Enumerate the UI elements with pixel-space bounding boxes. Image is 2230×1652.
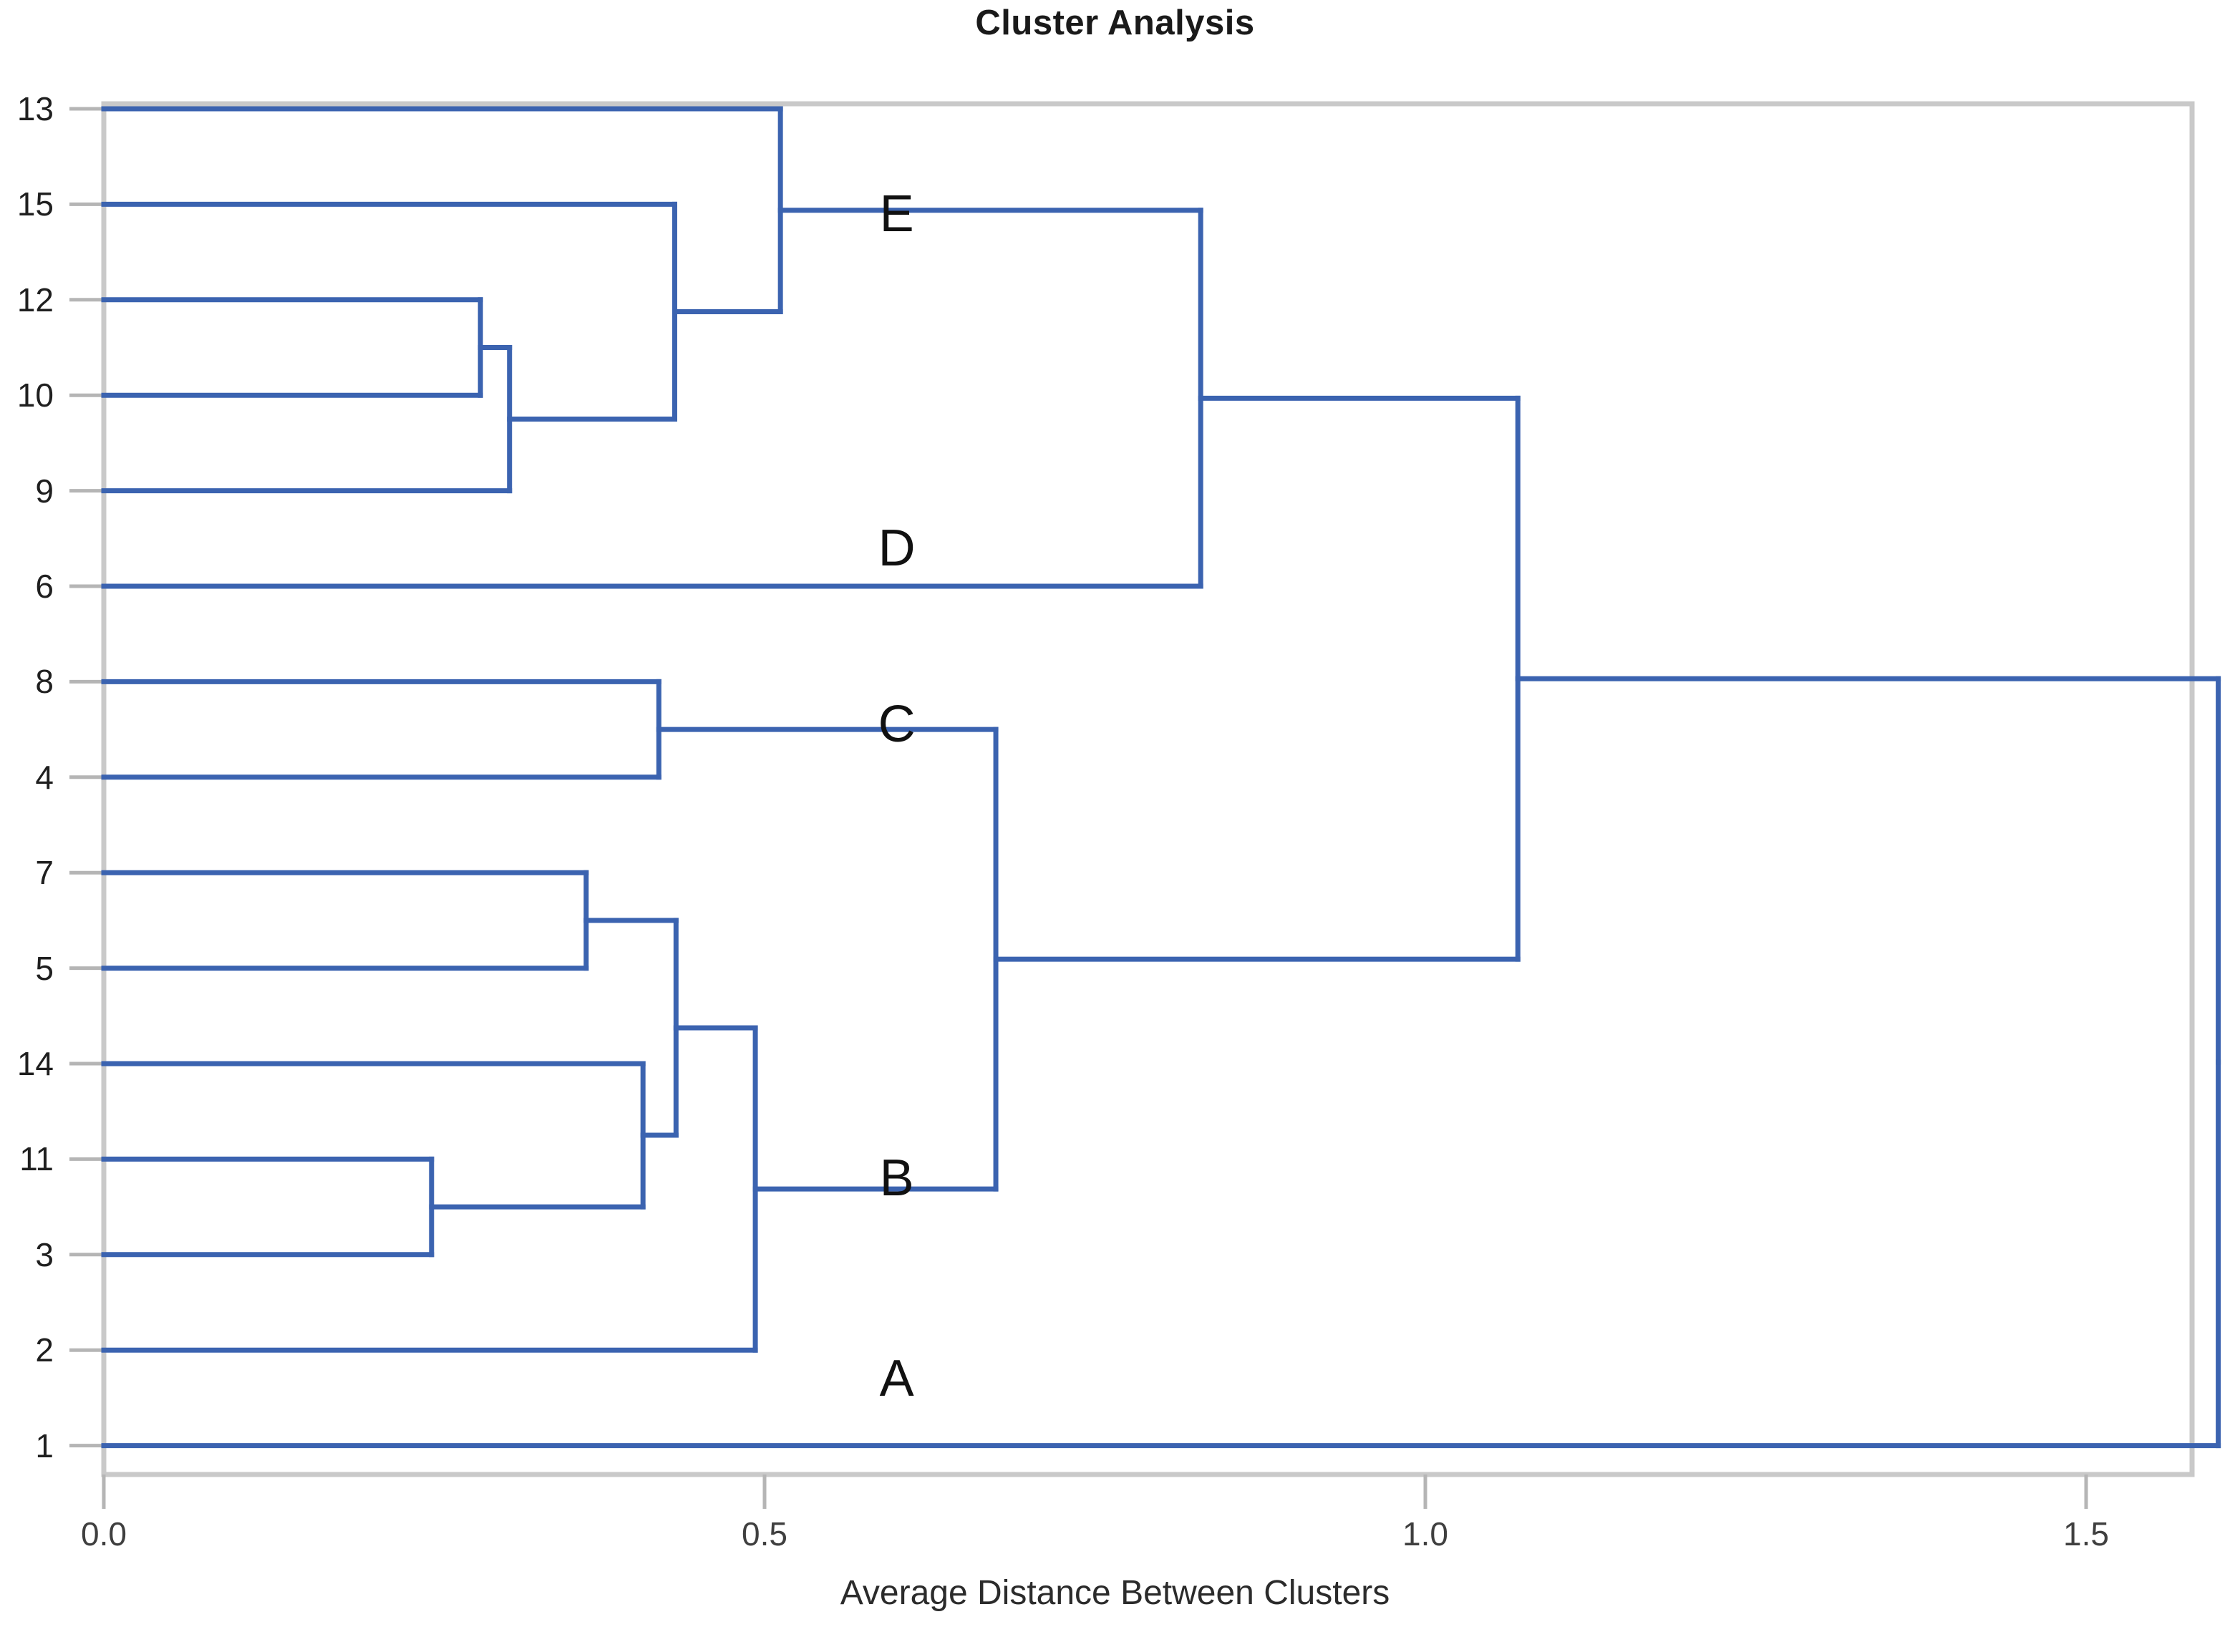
x-axis-label: Average Distance Between Clusters bbox=[840, 1574, 1390, 1612]
leaf-label: 7 bbox=[35, 854, 54, 892]
leaf-label: 3 bbox=[35, 1235, 54, 1273]
dendrogram-tree bbox=[101, 106, 2221, 1449]
leaf-label: 13 bbox=[16, 90, 54, 127]
leaf-label: 6 bbox=[35, 568, 54, 605]
leaf-ticks bbox=[69, 107, 104, 1448]
axis-ticks bbox=[102, 1474, 2088, 1509]
leaf-label: 12 bbox=[16, 281, 54, 319]
leaf-label: 10 bbox=[16, 376, 54, 414]
page-title: Cluster Analysis bbox=[975, 4, 1255, 42]
cluster-annotation: B bbox=[879, 1150, 914, 1208]
x-tick-label: 0.5 bbox=[742, 1515, 787, 1553]
leaf-label: 11 bbox=[19, 1140, 54, 1178]
cluster-annotation: C bbox=[878, 696, 916, 754]
leaf-label: 14 bbox=[16, 1045, 54, 1082]
cluster-annotation: A bbox=[879, 1350, 914, 1408]
leaf-label: 15 bbox=[16, 185, 54, 223]
leaf-label: 8 bbox=[35, 663, 54, 701]
x-tick-label: 1.0 bbox=[1402, 1515, 1448, 1553]
x-tick-label: 1.5 bbox=[2063, 1515, 2109, 1553]
leaf-label: 1 bbox=[35, 1427, 54, 1464]
leaf-label: 2 bbox=[35, 1331, 54, 1369]
cluster-annotation: D bbox=[878, 519, 916, 577]
cluster-annotation: E bbox=[879, 185, 914, 243]
leaf-label: 5 bbox=[35, 949, 54, 987]
x-tick-label: 0.0 bbox=[81, 1515, 127, 1553]
plot-frame bbox=[101, 101, 2195, 1477]
leaf-label: 9 bbox=[35, 472, 54, 510]
leaf-label: 4 bbox=[35, 758, 54, 796]
